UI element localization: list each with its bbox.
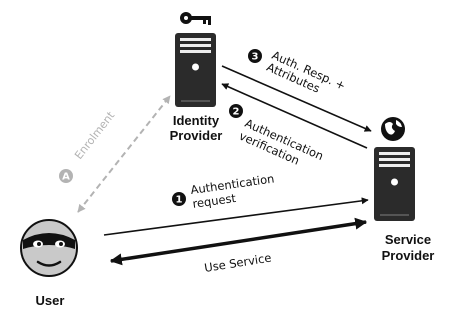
- identity-provider-label-line1: Identity: [173, 113, 220, 128]
- authentication-verification-number: 2: [233, 107, 240, 118]
- use-service-arrow: [109, 217, 368, 266]
- authentication-response-arrow: [221, 65, 372, 132]
- service-provider-server-icon: [374, 147, 415, 221]
- authentication-request-arrow: [103, 197, 369, 236]
- globe-icon: [381, 117, 405, 141]
- authentication-verification-arrow: [221, 83, 368, 149]
- service-provider-label-line1: Service: [385, 232, 431, 247]
- authentication-request-number-badge: 1: [172, 192, 186, 206]
- identity-provider-server-icon: [175, 33, 216, 107]
- enrolment-number-badge: A: [59, 169, 73, 183]
- enrolment-label: Enrolment: [72, 109, 118, 162]
- user-label: User: [36, 293, 65, 308]
- key-icon: [180, 12, 211, 25]
- authentication-response-number-badge: 3: [248, 49, 262, 63]
- masked-user-icon: [20, 219, 78, 277]
- enrolment-arrow: [77, 95, 171, 213]
- authentication-request-label-line2: request: [192, 191, 238, 211]
- use-service-label: Use Service: [203, 251, 272, 275]
- authentication-response-number: 3: [252, 52, 259, 63]
- identity-provider-label-line2: Provider: [170, 128, 223, 143]
- service-provider-label-line2: Provider: [382, 248, 435, 263]
- enrolment-number: A: [62, 172, 70, 183]
- authentication-verification-number-badge: 2: [229, 104, 243, 118]
- authentication-request-number: 1: [176, 195, 183, 206]
